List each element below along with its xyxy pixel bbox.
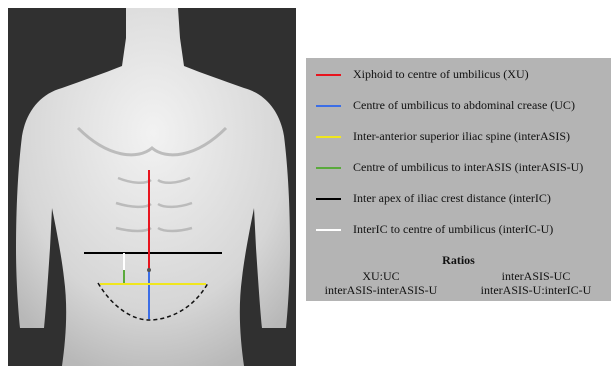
ratio-item: interASIS-interASIS-U bbox=[306, 283, 456, 298]
legend-swatch-uc bbox=[316, 105, 341, 107]
legend-panel: Xiphoid to centre of umbilicus (XU) Cent… bbox=[306, 58, 611, 301]
legend-item: InterIC to centre of umbilicus (interIC-… bbox=[306, 218, 611, 242]
legend-item: Inter apex of iliac crest distance (inte… bbox=[306, 187, 611, 211]
legend-swatch-interasis bbox=[316, 136, 341, 138]
ratio-item: interASIS-U:interIC-U bbox=[461, 283, 611, 298]
legend-swatch-interic-u bbox=[316, 229, 341, 231]
legend-label: Xiphoid to centre of umbilicus (XU) bbox=[353, 67, 529, 82]
legend-label: Centre of umbilicus to abdominal crease … bbox=[353, 98, 575, 113]
ratios-title: Ratios bbox=[306, 253, 611, 268]
ratio-item: XU:UC bbox=[306, 269, 456, 284]
umbilicus-marker bbox=[147, 268, 151, 272]
torso-illustration bbox=[8, 8, 296, 366]
legend-swatch-xu bbox=[316, 74, 341, 76]
legend-item: Inter-anterior superior iliac spine (int… bbox=[306, 125, 611, 149]
legend-swatch-interasis-u bbox=[316, 167, 341, 169]
torso-figure bbox=[8, 8, 296, 366]
legend-item: Centre of umbilicus to abdominal crease … bbox=[306, 94, 611, 118]
torso-body bbox=[16, 8, 290, 366]
legend-item: Xiphoid to centre of umbilicus (XU) bbox=[306, 63, 611, 87]
legend-label: Centre of umbilicus to interASIS (interA… bbox=[353, 160, 583, 175]
ratio-item: interASIS-UC bbox=[461, 269, 611, 284]
legend-item: Centre of umbilicus to interASIS (interA… bbox=[306, 156, 611, 180]
legend-swatch-interic bbox=[316, 198, 341, 200]
legend-label: Inter apex of iliac crest distance (inte… bbox=[353, 191, 551, 206]
legend-label: Inter-anterior superior iliac spine (int… bbox=[353, 129, 570, 144]
legend-label: InterIC to centre of umbilicus (interIC-… bbox=[353, 222, 553, 237]
